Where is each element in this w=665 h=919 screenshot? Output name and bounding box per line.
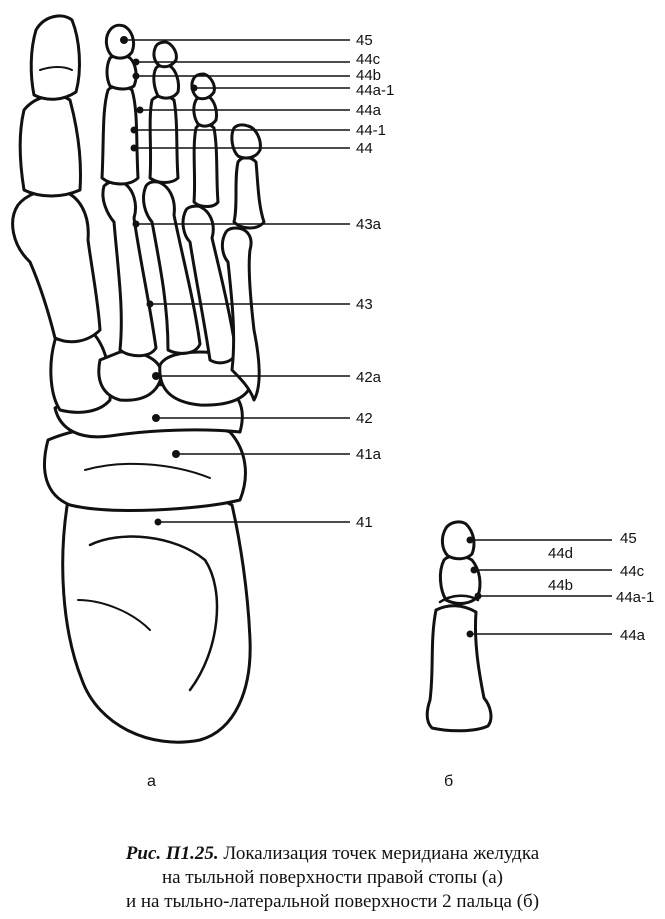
caption-line-3: и на тыльно-латеральной поверхности 2 па… xyxy=(125,891,540,912)
point-label: 44a-1 xyxy=(356,82,395,99)
toe4-proximal-phalanx xyxy=(192,122,220,208)
talus-bone xyxy=(43,420,247,512)
figure-id: Рис. П1.25. xyxy=(125,843,219,864)
point-label: 44d xyxy=(548,545,574,562)
toe4-middle-phalanx xyxy=(192,94,218,128)
caption-line-1: Рис. П1.25. Локализация точек меридиана … xyxy=(0,842,665,866)
metatarsal-1 xyxy=(11,188,102,344)
foot-skeleton-drawing xyxy=(11,14,612,744)
caption-line-2: на тыльной поверхности правой стопы (а) xyxy=(161,867,504,888)
point-label: 44 xyxy=(356,140,373,157)
point-label: 43 xyxy=(356,296,373,313)
point-label: 42a xyxy=(356,369,382,386)
calcaneus-bone xyxy=(61,490,252,744)
toe5-proximal-phalanx xyxy=(232,156,266,230)
point-label: 44b xyxy=(356,67,382,84)
point-label: 42 xyxy=(356,410,373,427)
point-label: 44a xyxy=(356,102,382,119)
toe-b-proximal-phalanx xyxy=(425,604,493,733)
toe2-distal-phalanx xyxy=(104,23,136,60)
anatomy-figure: 45 44c 44b 44a-1 44a 44-1 44 43a 43 42a … xyxy=(11,14,655,790)
point-label: 44a xyxy=(620,627,646,644)
figure-caption: Рис. П1.25. Локализация точек меридиана … xyxy=(0,842,665,914)
point-label: 44c xyxy=(356,51,381,68)
hallux-distal-phalanx xyxy=(29,14,81,101)
point-label: 45 xyxy=(356,32,373,49)
point-label: 41 xyxy=(356,514,373,531)
toe3-middle-phalanx xyxy=(152,63,180,100)
point-label: 44c xyxy=(620,563,645,580)
toe2-middle-phalanx xyxy=(105,53,138,91)
panel-b-letter: б xyxy=(444,773,454,790)
caption-text-1: Локализация точек меридиана желудка xyxy=(223,843,540,864)
toe4-distal-phalanx xyxy=(190,72,216,101)
point-label: 44-1 xyxy=(356,122,387,139)
metatarsal-5 xyxy=(220,226,261,402)
toe3-proximal-phalanx xyxy=(148,94,180,184)
point-label: 44b xyxy=(548,577,574,594)
point-label: 41a xyxy=(356,446,382,463)
toe3-distal-phalanx xyxy=(152,40,178,69)
toe-b-distal-phalanx xyxy=(440,520,476,561)
point-label: 43a xyxy=(356,216,382,233)
point-label: 45 xyxy=(620,530,637,547)
panel-a-letter: а xyxy=(147,773,156,790)
point-label: 44a-1 xyxy=(616,589,655,606)
toe5-distal-phalanx xyxy=(230,123,262,160)
hallux-proximal-phalanx xyxy=(18,94,82,198)
toe2-proximal-phalanx xyxy=(100,84,140,186)
